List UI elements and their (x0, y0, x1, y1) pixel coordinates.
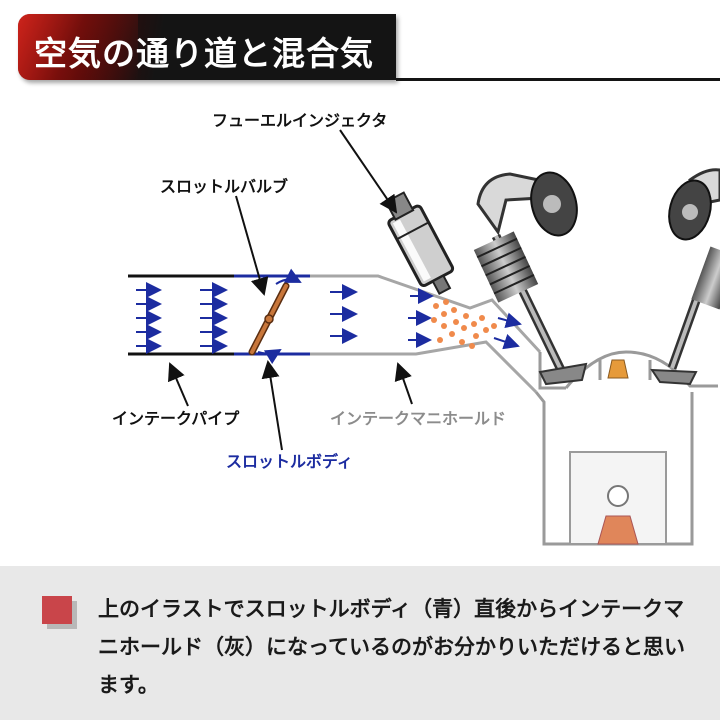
piston (569, 451, 667, 545)
label-intake-manifold: インテークマニホールド (330, 409, 506, 428)
exhaust-valve (650, 168, 720, 386)
title-bar: 空気の通り道と混合気 (18, 14, 396, 80)
air-flow-arrows (136, 268, 522, 365)
label-intake-pipe: インテークパイプ (112, 409, 240, 428)
fuel-spray (431, 299, 497, 349)
label-throttle-valve: スロットルバルブ (160, 177, 288, 196)
page-title: 空気の通り道と混合気 (34, 34, 374, 73)
title-underline (396, 78, 720, 81)
intake-pipe (128, 274, 234, 356)
throttle-valve-plate (248, 282, 290, 356)
caption-bullet-square (42, 596, 72, 624)
valve-spring (473, 231, 539, 303)
caption-text: 上のイラストでスロットルボディ（青）直後からインテークマニホールド（灰）になって… (98, 597, 685, 697)
leader-arrows (168, 129, 413, 451)
label-fuel-injector: フューエルインジェクタ (212, 111, 387, 130)
caption-panel (0, 566, 720, 720)
camshaft-lobe (530, 171, 578, 237)
intake-diagram: フューエルインジェクタ スロットルバルブ インテークパイプ インテークマニホール… (112, 111, 720, 546)
label-throttle-body: スロットルボディ (226, 452, 353, 471)
intake-valve (473, 171, 588, 386)
spark-plug-tip (607, 359, 629, 379)
